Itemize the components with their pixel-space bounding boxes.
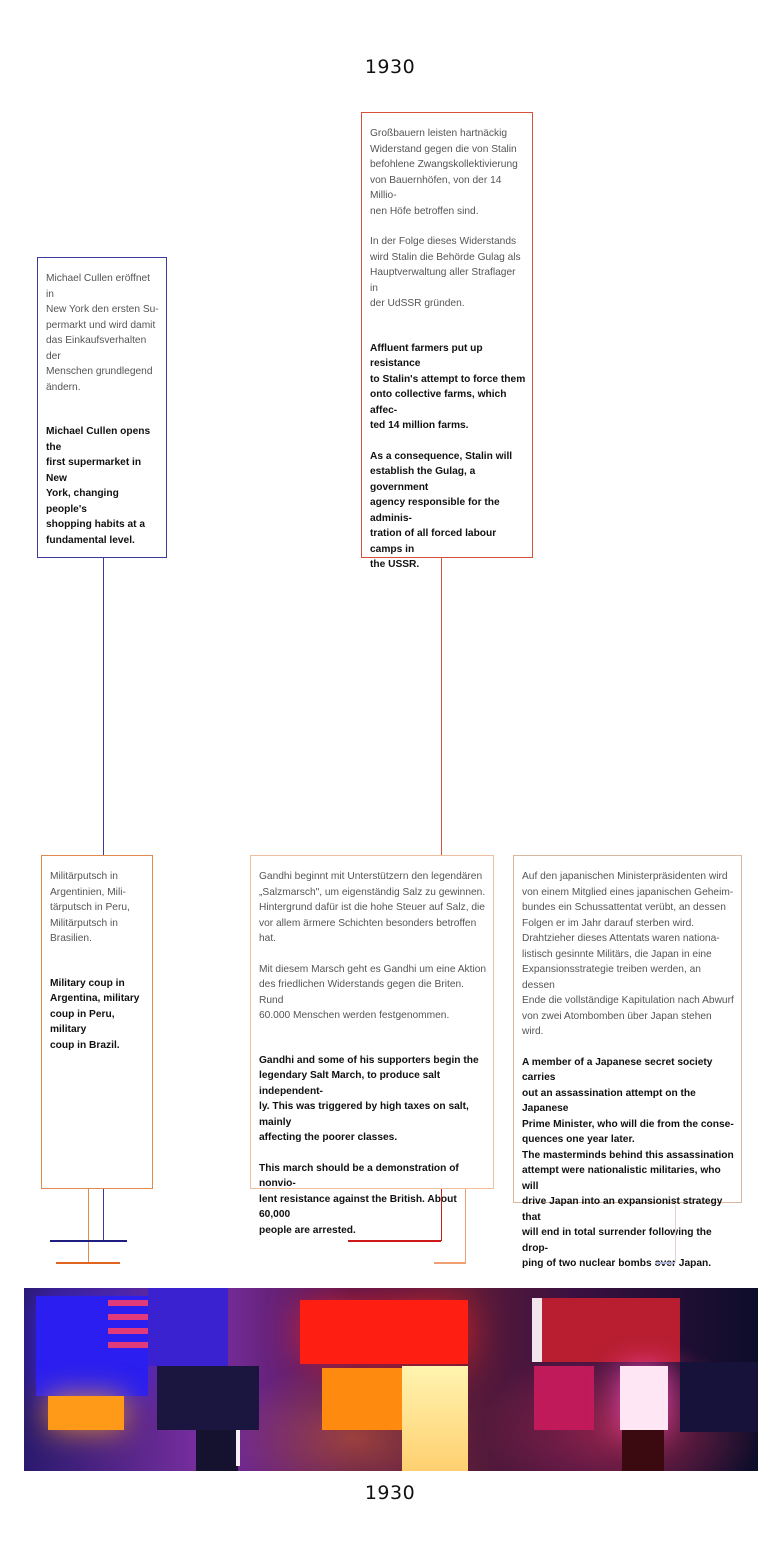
card-gandhi-text-de-2: Mit diesem Marsch geht es Gandhi um eine… (259, 962, 487, 1024)
art-red-block (300, 1300, 468, 1364)
art-orange-square (322, 1368, 402, 1430)
marker-light-orange (434, 1262, 466, 1264)
card-gandhi-text-en-2: This march should be a demonstration of … (259, 1161, 487, 1239)
card-gandhi: Gandhi beginnt mit Unterstützern den leg… (250, 855, 494, 1189)
marker-red (348, 1240, 441, 1242)
card-stalin-text-en-2: As a consequence, Stalin will establish … (370, 449, 526, 573)
art-navy-block (157, 1366, 259, 1430)
art-pink-glow (620, 1366, 668, 1430)
card-stalin: Großbauern leisten hartnäckig Widerstand… (361, 112, 533, 558)
art-right-dark (680, 1362, 758, 1432)
card-cullen: Michael Cullen eröffnet in New York den … (37, 257, 167, 558)
card-stalin-text-en-1: Affluent farmers put up resistance to St… (370, 341, 526, 434)
art-crimson-block (540, 1298, 680, 1362)
abstract-artwork (24, 1288, 758, 1471)
card-coup-text-de: Militärputsch in Argentinien, Mili- tärp… (50, 869, 146, 947)
card-cullen-text-en: Michael Cullen opens the first supermark… (46, 424, 160, 548)
connector-gandhi-red (441, 1189, 442, 1241)
art-crimson-left (532, 1298, 542, 1362)
card-coup: Militärputsch in Argentinien, Mili- tärp… (41, 855, 153, 1189)
connector-stalin (441, 558, 442, 855)
marker-lavender (655, 1262, 675, 1264)
bottom-year: 1930 (0, 1482, 780, 1504)
card-gandhi-text-en-1: Gandhi and some of his supporters begin … (259, 1053, 487, 1146)
card-stalin-text-de-1: Großbauern leisten hartnäckig Widerstand… (370, 126, 526, 219)
art-blue-block-2 (148, 1288, 228, 1366)
connector-coup-blue (103, 1189, 104, 1241)
connector-gandhi-orange (465, 1189, 466, 1263)
art-stripe-2 (108, 1314, 148, 1320)
art-orange-block (48, 1396, 124, 1430)
art-white-edge (236, 1430, 240, 1466)
art-stripe-1 (108, 1300, 148, 1306)
connector-cullen (103, 558, 104, 855)
card-coup-text-en: Military coup in Argentina, military cou… (50, 976, 146, 1054)
art-stripe-3 (108, 1328, 148, 1334)
card-cullen-text-de: Michael Cullen eröffnet in New York den … (46, 271, 160, 395)
card-japan: Auf den japanischen Ministerpräsidenten … (513, 855, 742, 1203)
card-japan-text-de: Auf den japanischen Ministerpräsidenten … (522, 869, 735, 1040)
art-dark-base (622, 1430, 664, 1471)
art-magenta-block (534, 1366, 594, 1430)
card-stalin-text-de-2: In der Folge dieses Widerstands wird Sta… (370, 234, 526, 312)
marker-blue (50, 1240, 127, 1242)
connector-coup-orange (88, 1189, 89, 1263)
marker-orange (56, 1262, 120, 1264)
card-gandhi-text-de-1: Gandhi beginnt mit Unterstützern den leg… (259, 869, 487, 947)
top-year: 1930 (0, 56, 780, 78)
art-cream-square (402, 1366, 468, 1471)
art-navy-stem (196, 1430, 238, 1471)
connector-japan (675, 1203, 676, 1263)
art-stripe-4 (108, 1342, 148, 1348)
card-japan-text-en: A member of a Japanese secret society ca… (522, 1055, 735, 1272)
